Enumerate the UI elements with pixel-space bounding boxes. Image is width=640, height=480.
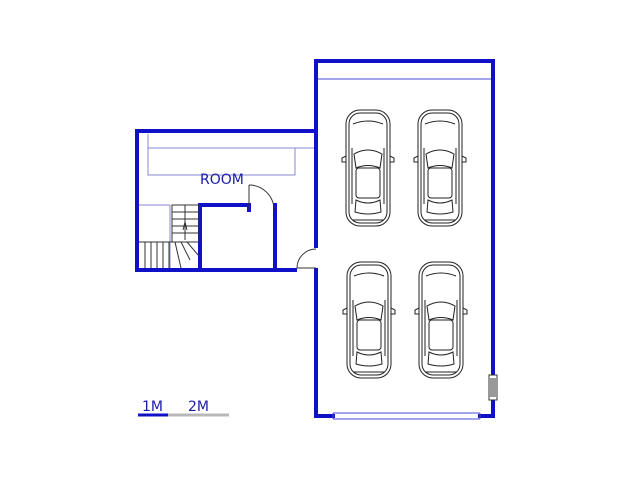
- parked-cars: [341, 109, 468, 379]
- room-outer-wall: [135, 129, 318, 272]
- room-partition-wall: [198, 203, 251, 272]
- garage-wall-bottom-left: [314, 268, 335, 418]
- garage-entry-door: [296, 248, 317, 269]
- room-label: ROOM: [200, 172, 244, 188]
- scale-label-1m: 1M: [142, 399, 163, 415]
- car-3: [342, 261, 396, 379]
- scale-bar: 1M 2M: [138, 399, 229, 417]
- room-inner-lines: [139, 134, 314, 268]
- garage-side-door: [488, 374, 498, 401]
- garage-wall-main: [314, 59, 495, 377]
- room-walls: [135, 129, 318, 272]
- car-1: [341, 109, 395, 227]
- staircase: [139, 204, 200, 269]
- scale-label-2m: 2M: [188, 399, 209, 415]
- room-door: [248, 184, 275, 211]
- garage-inner-lines: [318, 78, 491, 420]
- garage-walls: [314, 59, 495, 418]
- garage-wall-right-lower: [478, 398, 495, 418]
- car-2: [413, 109, 467, 227]
- car-4: [414, 261, 468, 379]
